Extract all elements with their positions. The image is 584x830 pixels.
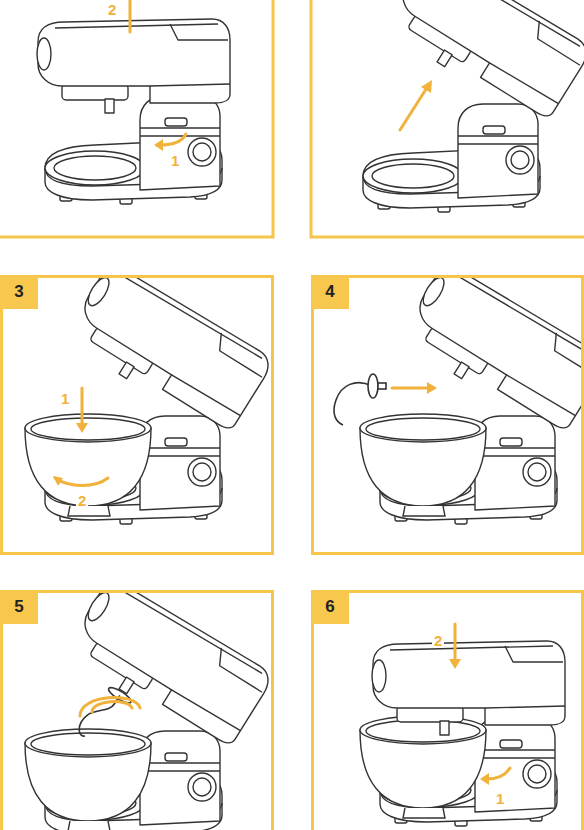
step-badge: 3 — [0, 275, 38, 309]
step-badge: 4 — [311, 275, 349, 309]
mixer-panel-4 — [334, 278, 581, 524]
callout-number: 1 — [169, 153, 181, 168]
step-number: 5 — [14, 597, 23, 617]
callout-number: 2 — [106, 2, 118, 17]
motion-arrows — [55, 0, 510, 779]
callout-number: 2 — [76, 493, 88, 508]
step-number: 6 — [325, 597, 334, 617]
step-number: 4 — [325, 282, 334, 302]
mixer-panel-3 — [25, 278, 271, 524]
arrow-heads — [53, 80, 489, 785]
callout-number: 1 — [59, 391, 71, 406]
callout-number: 1 — [494, 791, 506, 806]
mixer-panel-6 — [360, 641, 565, 826]
mixer-panel-5 — [25, 593, 271, 830]
step-badge: 5 — [0, 590, 38, 624]
mixer-panel-1 — [37, 19, 230, 204]
mixer-panel-2 — [363, 0, 584, 212]
callout-number: 2 — [432, 633, 444, 648]
step-badge: 6 — [311, 590, 349, 624]
dough-hook — [334, 374, 386, 425]
step-number: 3 — [14, 282, 23, 302]
